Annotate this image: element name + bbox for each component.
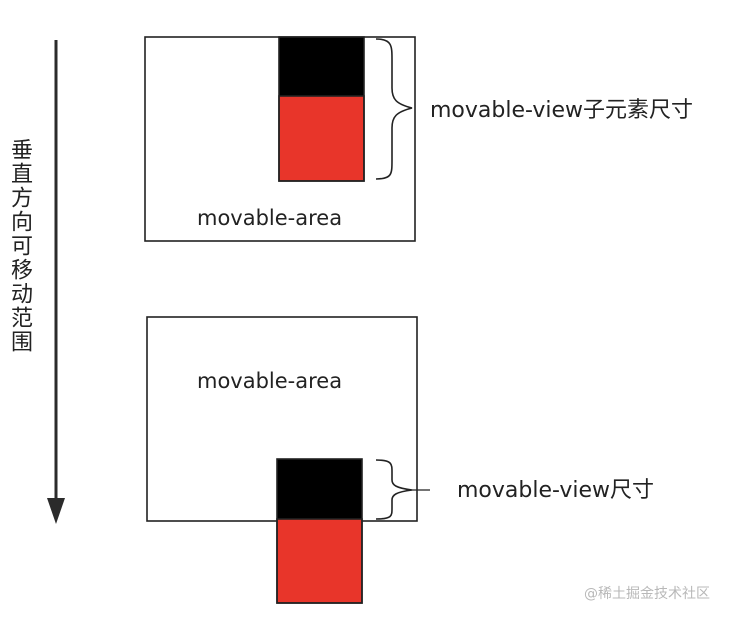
- child-size-label: movable-view子元素尺寸: [430, 98, 693, 123]
- movable-view-outline: [276, 458, 363, 604]
- arrow-head-icon: [47, 498, 65, 524]
- curly-brace-icon: [375, 459, 413, 520]
- movable-view-black-block: [277, 459, 362, 519]
- view-size-label: movable-view尺寸: [457, 478, 654, 503]
- movable-view-red-block: [276, 518, 363, 604]
- vertical-range-label: 垂直方向可移动范围: [7, 138, 32, 354]
- top-example: movable-view子元素尺寸 movable-area: [144, 36, 693, 242]
- movable-view-red-block: [278, 95, 365, 182]
- watermark: @稀土掘金技术社区: [584, 586, 710, 602]
- bottom-example: movable-area movable-view尺寸: [146, 316, 654, 604]
- movable-area-label: movable-area: [197, 369, 342, 393]
- movable-view-outline: [278, 36, 365, 182]
- curly-brace-icon: [375, 38, 413, 180]
- movable-area-label: movable-area: [197, 206, 342, 230]
- vertical-range-arrow: [47, 40, 65, 524]
- movable-view-black-block: [279, 37, 364, 96]
